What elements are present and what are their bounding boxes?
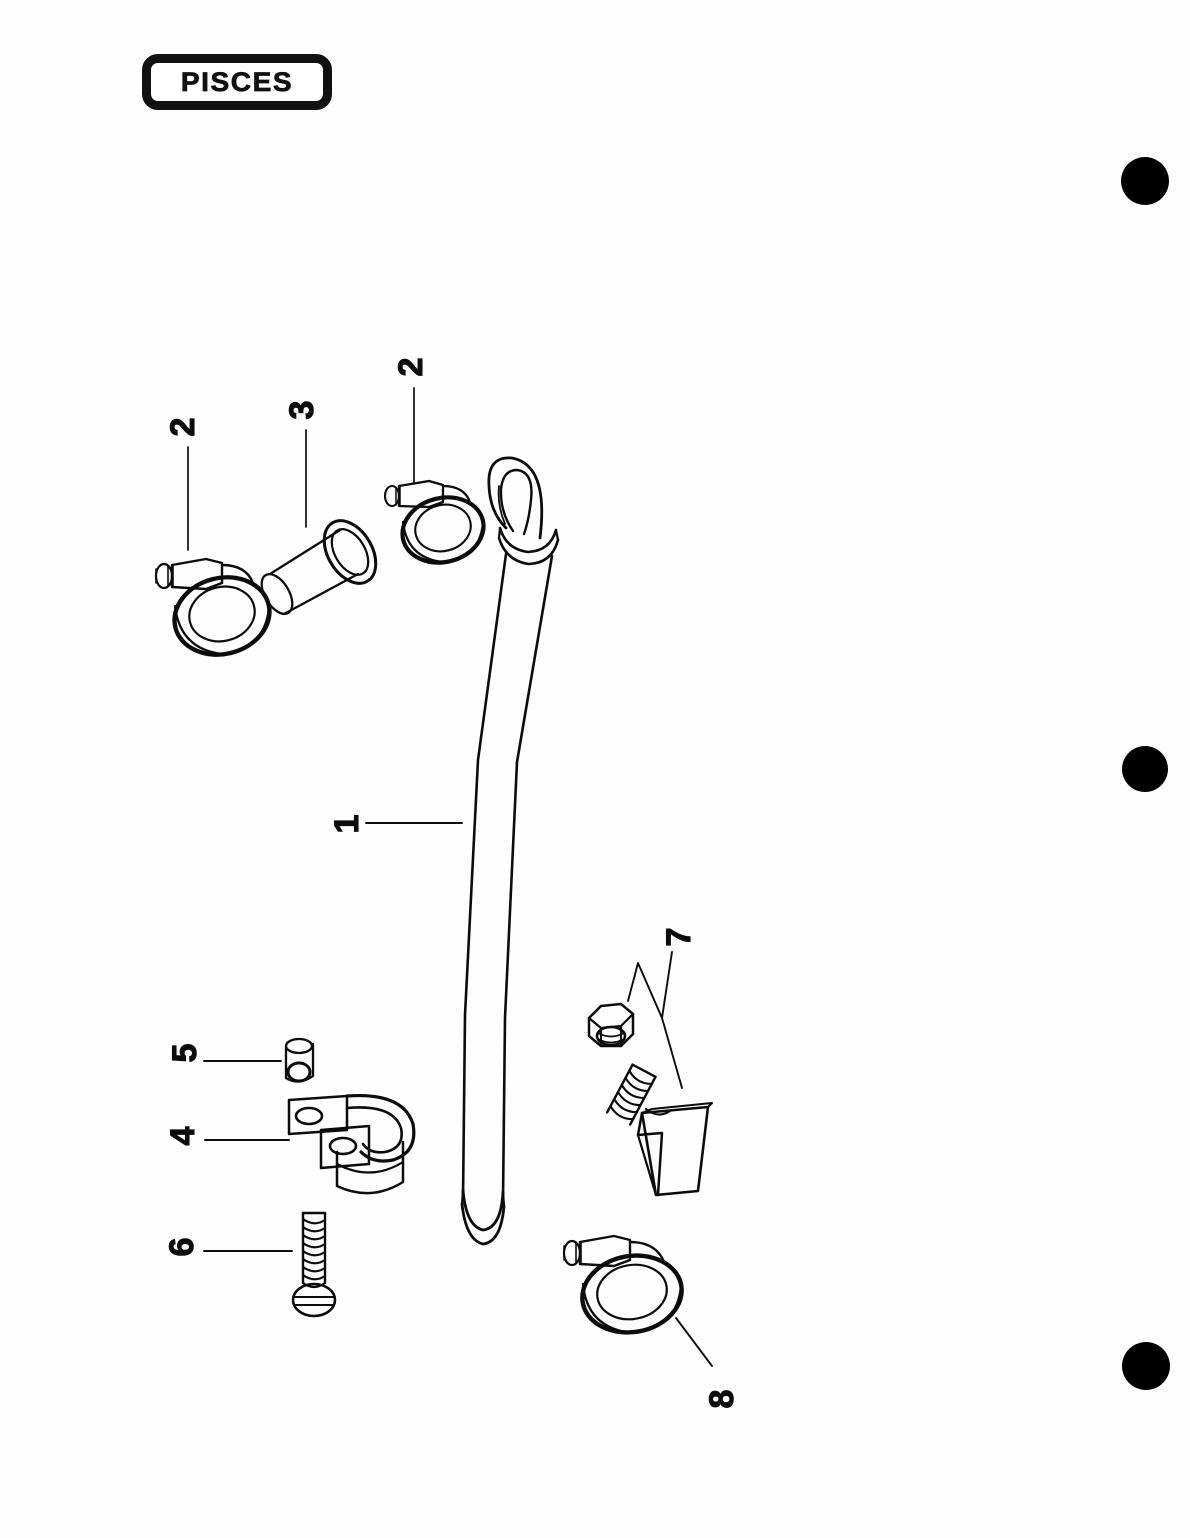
pisces-logo-text: PISCES bbox=[180, 66, 294, 97]
part-t-bolt bbox=[605, 1063, 714, 1197]
part-threaded-screw bbox=[291, 1211, 337, 1318]
part-hose-clamp-upper-right bbox=[383, 479, 486, 565]
callout-6: 6 bbox=[162, 1237, 201, 1257]
part-hose-clamp-upper-left bbox=[154, 557, 272, 657]
part-hex-nut bbox=[587, 1002, 635, 1048]
part-exhaust-riser-pipe bbox=[460, 456, 560, 1246]
callout-4: 4 bbox=[163, 1126, 202, 1146]
leader-line-7 bbox=[627, 951, 683, 1089]
callout-8: 8 bbox=[702, 1389, 741, 1409]
callout-1: 1 bbox=[327, 814, 366, 834]
part-hose-clamp-lower bbox=[562, 1234, 684, 1335]
part-p-clamp-bracket bbox=[287, 1093, 416, 1195]
part-rubber-hose-sleeve bbox=[260, 519, 378, 616]
callout-5: 5 bbox=[165, 1043, 204, 1063]
pisces-logo: PISCES bbox=[142, 54, 332, 110]
callout-2-right: 2 bbox=[391, 357, 430, 377]
callout-3: 3 bbox=[282, 400, 321, 420]
punch-hole-top bbox=[1121, 157, 1169, 205]
leader-line-8 bbox=[675, 1317, 713, 1367]
part-spacer-bushing bbox=[284, 1037, 315, 1083]
punch-hole-bottom bbox=[1122, 1342, 1170, 1390]
callout-2-left: 2 bbox=[163, 417, 202, 437]
punch-hole-middle bbox=[1122, 746, 1168, 792]
callout-7: 7 bbox=[659, 927, 698, 947]
